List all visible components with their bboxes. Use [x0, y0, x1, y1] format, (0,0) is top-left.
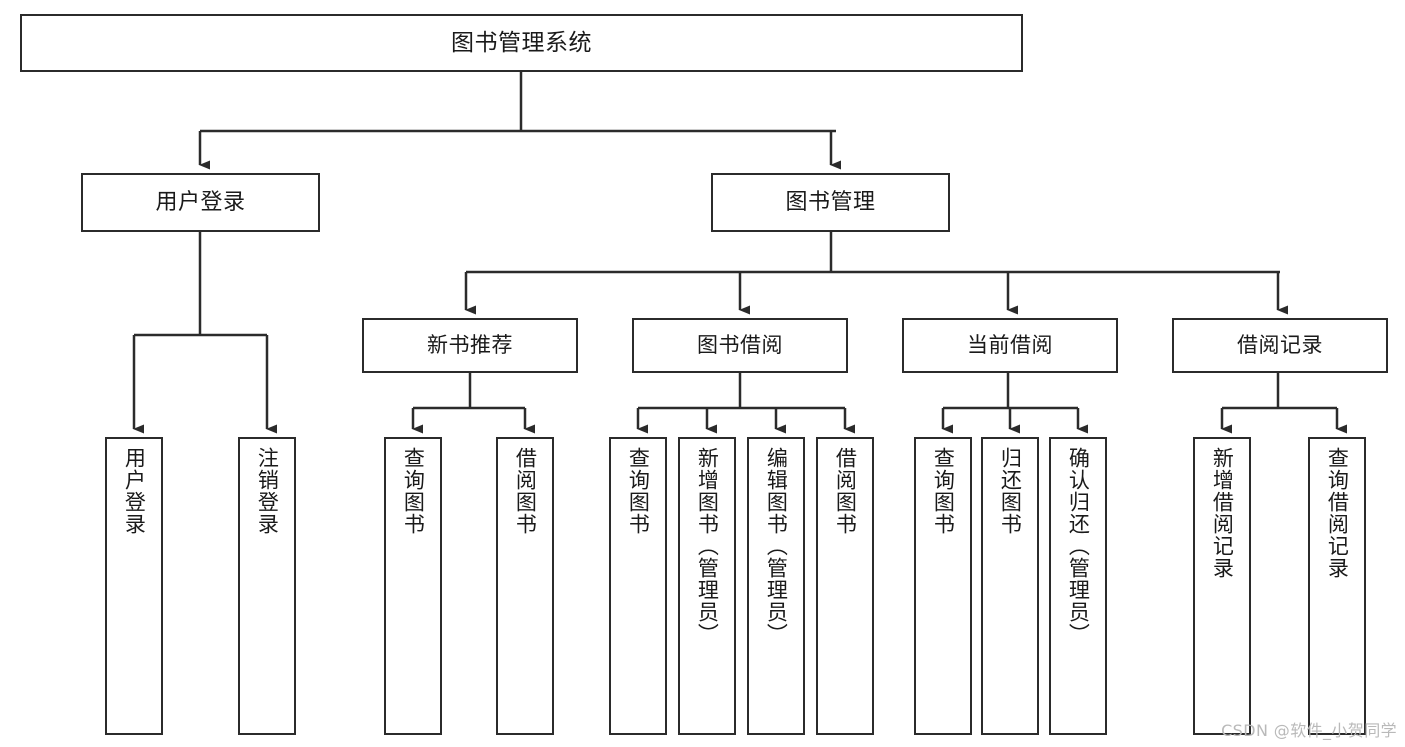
node-leaf-user-login-label: 用户登录: [122, 447, 147, 535]
node-leaf-query-book-1-label: 查询图书: [401, 447, 426, 535]
node-root-system-label: 图书管理系统: [451, 29, 592, 56]
node-leaf-add-record[interactable]: 新增借阅记录: [1193, 437, 1251, 735]
node-borrow-record-label: 借阅记录: [1237, 333, 1323, 358]
node-current-borrow[interactable]: 当前借阅: [902, 318, 1118, 373]
node-borrow-record[interactable]: 借阅记录: [1172, 318, 1388, 373]
node-leaf-confirm-return-label: 确认归还（管理员）: [1066, 447, 1091, 645]
node-leaf-query-book-1[interactable]: 查询图书: [384, 437, 442, 735]
node-book-management[interactable]: 图书管理: [711, 173, 950, 232]
node-leaf-borrow-book-2[interactable]: 借阅图书: [816, 437, 874, 735]
node-leaf-query-book-2-label: 查询图书: [626, 447, 651, 535]
node-leaf-logout[interactable]: 注销登录: [238, 437, 296, 735]
node-leaf-query-record[interactable]: 查询借阅记录: [1308, 437, 1366, 735]
node-leaf-add-record-label: 新增借阅记录: [1210, 447, 1235, 579]
node-leaf-logout-label: 注销登录: [255, 447, 280, 535]
node-leaf-return-book-label: 归还图书: [998, 447, 1023, 535]
node-leaf-query-book-3-label: 查询图书: [931, 447, 956, 535]
node-leaf-edit-book[interactable]: 编辑图书（管理员）: [747, 437, 805, 735]
node-leaf-return-book[interactable]: 归还图书: [981, 437, 1039, 735]
node-leaf-add-book-label: 新增图书（管理员）: [695, 447, 720, 645]
node-new-book-recommend-label: 新书推荐: [427, 333, 513, 358]
node-user-login[interactable]: 用户登录: [81, 173, 320, 232]
node-book-borrow[interactable]: 图书借阅: [632, 318, 848, 373]
node-new-book-recommend[interactable]: 新书推荐: [362, 318, 578, 373]
node-user-login-label: 用户登录: [155, 189, 246, 215]
node-leaf-borrow-book-1-label: 借阅图书: [513, 447, 538, 535]
node-leaf-query-record-label: 查询借阅记录: [1325, 447, 1350, 579]
node-current-borrow-label: 当前借阅: [967, 333, 1053, 358]
node-leaf-confirm-return[interactable]: 确认归还（管理员）: [1049, 437, 1107, 735]
node-leaf-edit-book-label: 编辑图书（管理员）: [764, 447, 789, 645]
node-book-borrow-label: 图书借阅: [697, 333, 783, 358]
node-leaf-query-book-3[interactable]: 查询图书: [914, 437, 972, 735]
node-leaf-borrow-book-1[interactable]: 借阅图书: [496, 437, 554, 735]
node-leaf-borrow-book-2-label: 借阅图书: [833, 447, 858, 535]
node-leaf-add-book[interactable]: 新增图书（管理员）: [678, 437, 736, 735]
node-book-management-label: 图书管理: [785, 189, 876, 215]
node-root-system[interactable]: 图书管理系统: [20, 14, 1023, 72]
node-leaf-user-login[interactable]: 用户登录: [105, 437, 163, 735]
node-leaf-query-book-2[interactable]: 查询图书: [609, 437, 667, 735]
